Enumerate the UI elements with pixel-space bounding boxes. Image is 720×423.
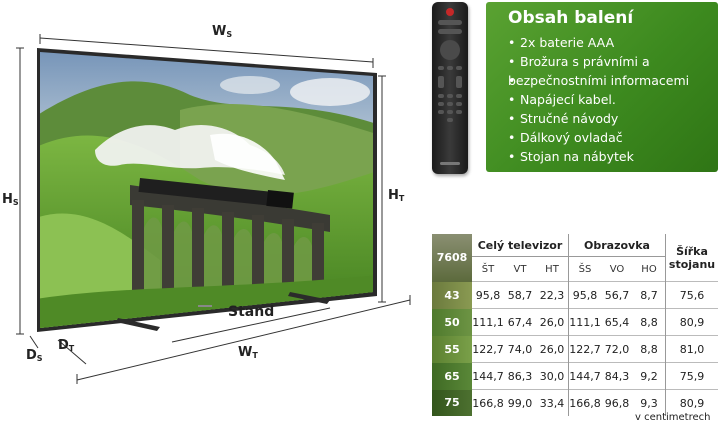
table-cell: 166,8	[472, 389, 504, 416]
dimension-label-dt: DT	[58, 338, 75, 353]
tv-illustration	[16, 34, 411, 384]
dimension-lines	[16, 34, 411, 384]
table-row: 43 95,8 58,7 22,3 95,8 56,7 8,7 75,6	[432, 281, 718, 309]
table-cell: 84,3	[601, 362, 633, 390]
table-cell: 22,3	[536, 281, 569, 309]
screen-size-cell: 50	[432, 308, 472, 336]
stand-foot-left	[116, 318, 160, 331]
table-cell: 33,4	[536, 389, 569, 416]
table-row: 55 122,7 74,0 26,0 122,7 72,0 8,8 81,0	[432, 335, 718, 363]
column-header: VT	[513, 263, 527, 275]
table-cell: 75,9	[665, 362, 718, 390]
list-item: bezpečnostními informacemi	[508, 71, 718, 90]
table-cell: 81,0	[665, 335, 718, 363]
table-cell: 99,0	[504, 389, 536, 416]
table-cell: 111,1	[472, 308, 504, 336]
table-cell: 67,4	[504, 308, 536, 336]
package-contents-box: Obsah balení 2x baterie AAA Brožura s pr…	[486, 2, 718, 172]
model-number: 7608	[432, 234, 472, 282]
screen-size-cell: 65	[432, 362, 472, 390]
table-cell: 65,4	[601, 308, 633, 336]
dimension-label-ds: DS	[26, 348, 43, 363]
table-cell: 95,8	[472, 281, 504, 309]
package-contents-list: 2x baterie AAA Brožura s právními a bezp…	[508, 33, 718, 166]
table-cell: 95,8	[568, 281, 601, 309]
column-header: ŠS	[568, 256, 601, 282]
screen-size-cell: 43	[432, 281, 472, 309]
list-item: Stojan na nábytek	[508, 147, 718, 166]
table-row: 75 166,8 99,0 33,4 166,8 96,8 9,3 80,9	[432, 389, 718, 416]
table-cell: 75,6	[665, 281, 718, 309]
dimension-label-hs: HS	[2, 192, 19, 207]
list-item: Stručné návody	[508, 109, 718, 128]
remote-control-image	[432, 2, 468, 174]
list-item: Brožura s právními a	[508, 52, 718, 71]
dimension-label-ht: HT	[388, 188, 405, 203]
units-footnote: v centimetrech	[635, 412, 711, 423]
screen-size-cell: 75	[432, 389, 472, 416]
table-cell: 8,8	[633, 308, 666, 336]
table-cell: 144,7	[472, 362, 504, 390]
column-header: HT	[545, 263, 559, 275]
brand-logo	[198, 305, 212, 307]
table-cell: 74,0	[504, 335, 536, 363]
list-item: 2x baterie AAA	[508, 33, 718, 52]
stand-foot-right	[288, 292, 330, 304]
stand-label: Stand	[228, 304, 275, 320]
dimension-label-ws: WS	[212, 24, 233, 39]
list-item: Dálkový ovladač	[508, 128, 718, 147]
table-cell: 86,3	[504, 362, 536, 390]
table-cell: 96,8	[601, 389, 633, 416]
table-cell: 72,0	[601, 335, 633, 363]
table-row: 50 111,1 67,4 26,0 111,1 65,4 8,8 80,9	[432, 308, 718, 336]
table-cell: 8,8	[633, 335, 666, 363]
screen-size-cell: 55	[432, 335, 472, 363]
column-header: VO	[609, 263, 625, 275]
group-header-screen: Obrazovka	[568, 234, 666, 257]
table-cell: 9,3	[633, 389, 666, 416]
column-header: ŠT	[481, 263, 495, 275]
table-row: 65 144,7 86,3 30,0 144,7 84,3 9,2 75,9	[432, 362, 718, 390]
table-cell: 80,9	[665, 389, 718, 416]
tv-dimension-diagram: WS HS HT DS DT WT Stand	[2, 24, 411, 384]
table-cell: 144,7	[568, 362, 601, 390]
table-cell: 166,8	[568, 389, 601, 416]
table-cell: 122,7	[472, 335, 504, 363]
table-cell: 9,2	[633, 362, 666, 390]
table-cell: 58,7	[504, 281, 536, 309]
table-subheader-row: ŠT VT HT ŠS VO HO	[432, 256, 718, 282]
table-cell: 56,7	[601, 281, 633, 309]
tv-screen-image	[40, 52, 373, 328]
table-cell: 30,0	[536, 362, 569, 390]
table-cell: 8,7	[633, 281, 666, 309]
table-cell: 122,7	[568, 335, 601, 363]
table-cell: 26,0	[536, 335, 569, 363]
table-cell: 26,0	[536, 308, 569, 336]
package-contents-title: Obsah balení	[508, 8, 634, 28]
table-cell: 80,9	[665, 308, 718, 336]
table-cell: 111,1	[568, 308, 601, 336]
list-item: Napájecí kabel.	[508, 90, 718, 109]
group-header-whole-tv: Celý televizor	[472, 234, 569, 257]
dimension-label-wt: WT	[238, 345, 258, 360]
column-header: HO	[641, 263, 657, 275]
